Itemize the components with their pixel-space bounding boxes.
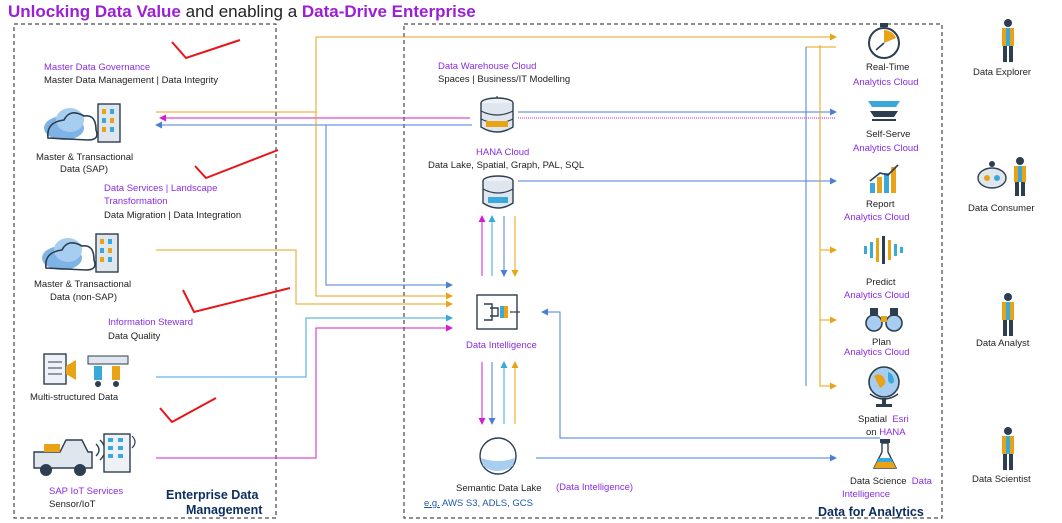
predict-label-2: Analytics Cloud bbox=[844, 290, 910, 301]
globe-icon bbox=[864, 364, 904, 408]
data-services-title-1: Data Services | Landscape bbox=[104, 183, 218, 194]
ds-label-1a: Data Science bbox=[850, 476, 907, 487]
flask-icon bbox=[872, 438, 898, 472]
semantic-data-lake-icon bbox=[478, 436, 518, 476]
cloud-building-icon-nonsap bbox=[38, 230, 128, 274]
ds-label-2: Intelligence bbox=[842, 489, 891, 500]
master-gov-sub: Master Data Management | Data Integrity bbox=[44, 75, 219, 86]
nonsap-data-label-2: Data (non-SAP) bbox=[50, 292, 118, 303]
flow-line-ds-to-di bbox=[541, 308, 880, 439]
sap-data-label-1: Master & Transactional bbox=[36, 152, 134, 163]
red-checkmark-1 bbox=[171, 39, 241, 60]
sdl-examples: e.g. AWS S3, ADLS, GCS bbox=[424, 498, 533, 510]
realtime-label-1: Real-Time bbox=[866, 62, 910, 73]
data-for-analytics-label: Data for Analytics bbox=[818, 505, 924, 519]
title-part-2: and enabling a bbox=[180, 2, 302, 21]
data-scientist-person-icon bbox=[998, 426, 1018, 472]
flow-line-nonsap-to-di bbox=[156, 249, 453, 308]
self-serve-icon bbox=[866, 97, 902, 123]
title-part-1: Unlocking Data Value bbox=[8, 2, 181, 21]
eg-prefix: e.g. bbox=[424, 498, 440, 509]
info-steward-sub: Data Quality bbox=[108, 331, 161, 342]
eg-list: AWS S3, ADLS, GCS bbox=[439, 498, 533, 509]
plan-label-2: Analytics Cloud bbox=[844, 347, 910, 358]
multi-structured-label: Multi-structured Data bbox=[30, 392, 119, 403]
dwc-title: Data Warehouse Cloud bbox=[438, 61, 537, 72]
iot-title: SAP IoT Services bbox=[49, 486, 124, 497]
data-consumer-label: Data Consumer bbox=[968, 203, 1035, 214]
nonsap-data-label-1: Master & Transactional bbox=[34, 279, 132, 290]
info-steward-title: Information Steward bbox=[108, 317, 194, 328]
master-gov-title: Master Data Governance bbox=[44, 62, 151, 73]
data-services-title-2: Transformation bbox=[104, 196, 168, 207]
red-checkmark-2 bbox=[194, 149, 279, 180]
binoculars-icon bbox=[864, 306, 904, 334]
red-checkmark-3 bbox=[182, 287, 291, 314]
sdl-label: Semantic Data Lake bbox=[456, 483, 542, 494]
database-icon-hana bbox=[480, 175, 516, 211]
plan-label-1: Plan bbox=[872, 337, 892, 348]
hana-title: HANA Cloud bbox=[476, 147, 530, 158]
report-chart-icon bbox=[868, 163, 900, 195]
title-part-3: Data-Drive Enterprise bbox=[301, 2, 476, 21]
data-analyst-label: Data Analyst bbox=[976, 338, 1030, 349]
realtime-label-2: Analytics Cloud bbox=[853, 77, 919, 88]
red-checkmark-4 bbox=[159, 397, 217, 424]
data-analyst-person-icon bbox=[998, 292, 1018, 338]
ds-label-1: Data Science Data bbox=[850, 476, 932, 488]
data-explorer-label: Data Explorer bbox=[973, 67, 1032, 78]
page-title: Unlocking Data Value and enabling a Data… bbox=[8, 2, 476, 22]
selfserve-label-2: Analytics Cloud bbox=[853, 143, 919, 154]
flow-line-sap-to-di-2 bbox=[325, 125, 453, 289]
predict-label-1: Predict bbox=[866, 277, 896, 288]
spatial-label-2: on HANA bbox=[866, 427, 906, 439]
di-label: Data Intelligence bbox=[466, 340, 537, 351]
data-intelligence-icon bbox=[476, 294, 522, 330]
data-services-sub: Data Migration | Data Integration bbox=[104, 210, 242, 221]
spatial-label-1a: Spatial bbox=[858, 414, 888, 425]
predict-waveform-icon bbox=[862, 234, 906, 266]
spatial-label-2a: on bbox=[866, 427, 880, 438]
enterprise-data-label-2: Management bbox=[186, 503, 263, 517]
cloud-building-icon-sap bbox=[40, 100, 130, 144]
selfserve-label-1: Self-Serve bbox=[866, 129, 911, 140]
flow-line-sap-to-realtime bbox=[156, 33, 837, 113]
data-for-analytics-panel bbox=[403, 23, 943, 519]
ds-label-1b: Data bbox=[911, 476, 932, 487]
hana-sub: Data Lake, Spatial, Graph, PAL, SQL bbox=[428, 160, 585, 171]
iot-sub: Sensor/IoT bbox=[49, 499, 96, 510]
flow-line-multi-to-di bbox=[156, 314, 453, 378]
dwc-sub: Spaces | Business/IT Modelling bbox=[438, 74, 571, 85]
flow-line-iot-to-di bbox=[156, 324, 453, 459]
iot-truck-icon bbox=[30, 430, 140, 482]
report-label-2: Analytics Cloud bbox=[844, 212, 910, 223]
flow-line-trunk-orange bbox=[819, 45, 837, 390]
sap-data-label-2: Data (SAP) bbox=[60, 164, 109, 175]
sdl-di-label: (Data Intelligence) bbox=[556, 482, 634, 493]
database-icon-dwc bbox=[478, 97, 516, 135]
enterprise-data-label-1: Enterprise Data bbox=[166, 488, 259, 502]
report-label-1: Report bbox=[866, 199, 895, 210]
data-explorer-person-icon bbox=[998, 18, 1018, 64]
multi-structured-icon bbox=[42, 352, 132, 388]
data-consumer-robot-icon bbox=[976, 156, 1032, 198]
spatial-label-1b: Esri bbox=[892, 414, 909, 425]
data-scientist-label: Data Scientist bbox=[972, 474, 1031, 485]
stopwatch-icon bbox=[864, 22, 904, 60]
spatial-label-1: Spatial Esri bbox=[858, 414, 909, 426]
spatial-label-2b: HANA bbox=[879, 427, 906, 438]
flow-line-sap-to-di-1 bbox=[315, 112, 453, 300]
